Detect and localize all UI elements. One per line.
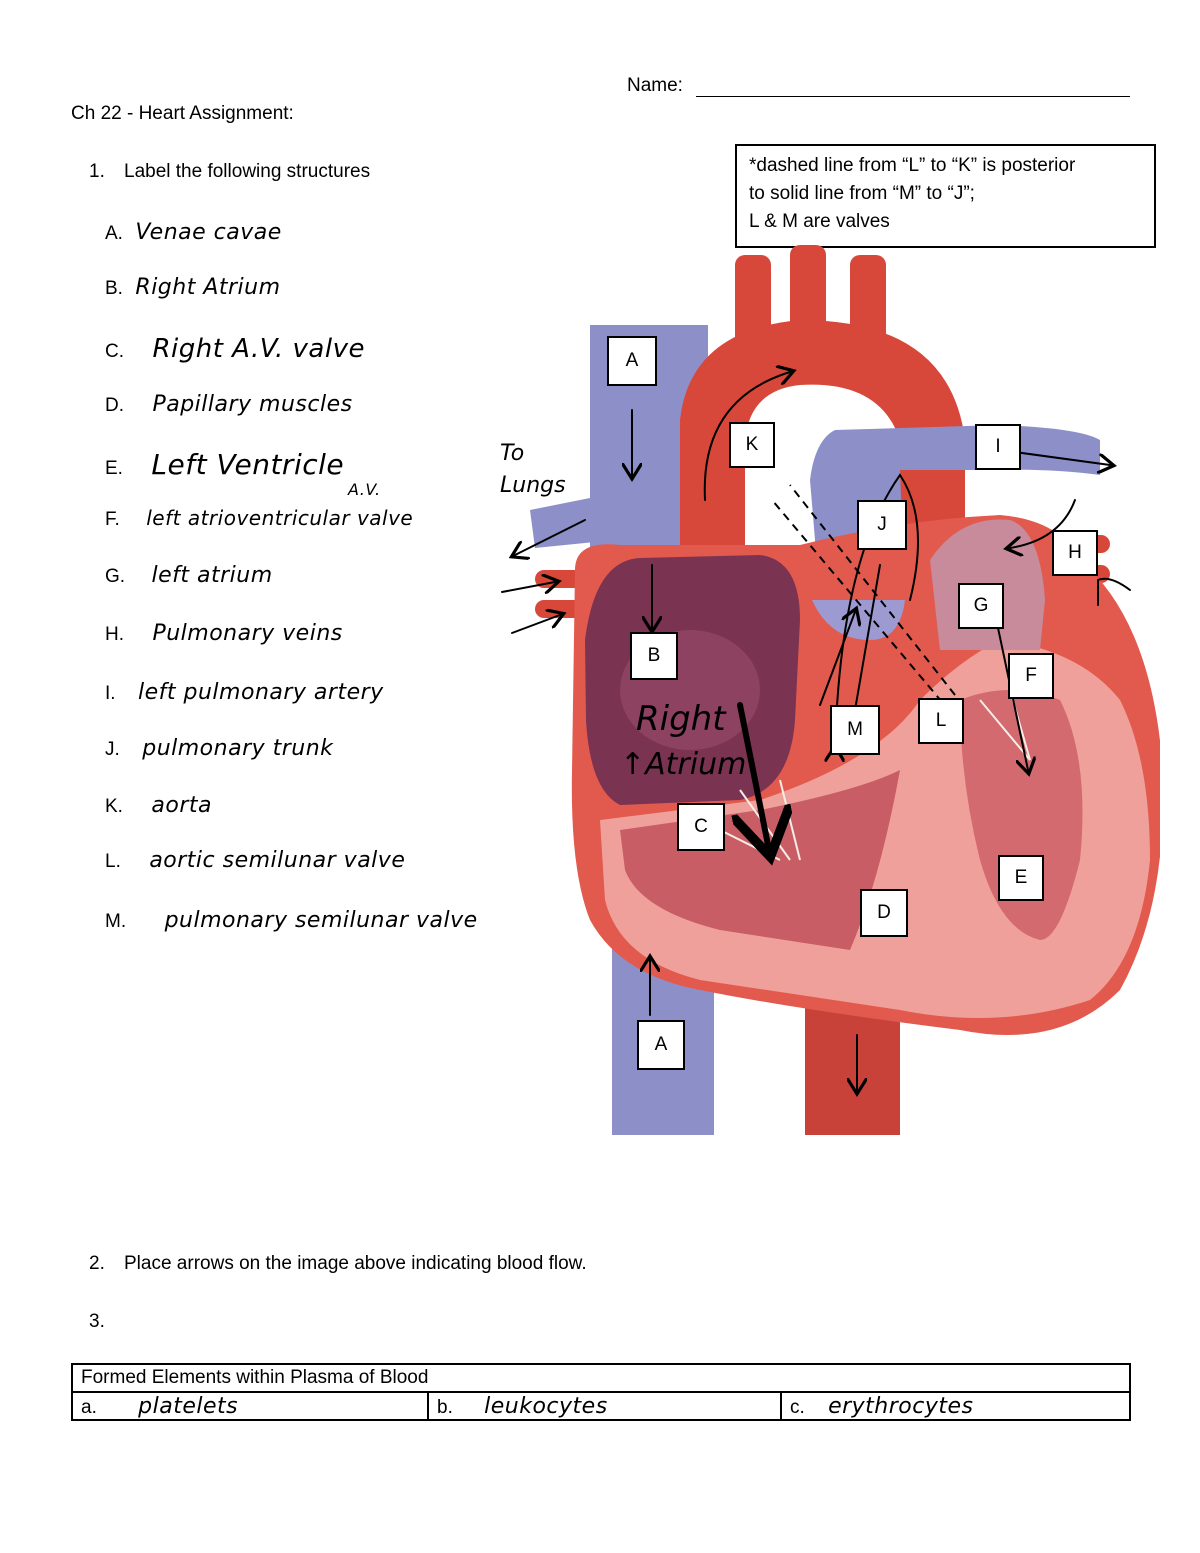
diagram-label-h[interactable]: H [1052,530,1098,576]
note-line-3: L & M are valves [749,211,890,232]
to-lungs-text: Lungs [500,473,566,498]
page-title: Ch 22 - Heart Assignment: [71,103,294,124]
item-letter: M. [105,911,127,932]
item-answer[interactable]: Right Atrium [135,275,281,300]
table-cell[interactable]: a. platelets [71,1391,429,1421]
item-letter: L. [105,851,121,872]
item-answer[interactable]: pulmonary trunk [142,736,334,761]
list-item: E. Left Ventricle [105,448,344,481]
aortic-arch [680,320,965,580]
item-answer[interactable]: Venae cavae [135,220,282,245]
table-cell[interactable]: c. erythrocytes [780,1391,1131,1421]
list-item: I. left pulmonary artery [105,680,384,705]
item-answer[interactable]: Right A.V. valve [152,334,365,364]
item-answer[interactable]: Left Ventricle [151,448,345,481]
note-box: *dashed line from “L” to “K” is posterio… [735,144,1156,248]
item-letter: G. [105,566,126,587]
item-letter: H. [105,624,124,645]
to-lungs-text: To [500,441,524,466]
cell-letter: b. [437,1396,453,1418]
list-item: K. aorta [105,793,212,818]
name-label: Name: [627,75,683,96]
item-answer[interactable]: Papillary muscles [152,392,353,417]
item-answer[interactable]: left atrioventricular valve [146,506,414,530]
formed-elements-table: Formed Elements within Plasma of Blood a… [71,1363,1131,1421]
q2-number: 2. [89,1253,105,1274]
cell-answer[interactable]: platelets [138,1393,239,1419]
list-item: H. Pulmonary veins [105,621,343,646]
table-header: Formed Elements within Plasma of Blood [71,1363,1131,1393]
diagram-label-d[interactable]: D [860,889,908,937]
note-line-2: to solid line from “M” to “J”; [749,183,975,204]
diagram-label-k[interactable]: K [729,422,775,468]
item-letter: A. [105,223,123,244]
note-line-1: *dashed line from “L” to “K” is posterio… [749,155,1076,176]
item-annotation: A.V. [348,480,381,499]
q3-number: 3. [89,1311,105,1332]
item-answer[interactable]: pulmonary semilunar valve [164,908,478,933]
item-answer[interactable]: left atrium [151,563,273,588]
list-item: A. Venae cavae [105,220,282,245]
right-atrium-handwritten: ↑Atrium [620,747,746,782]
dashed-line-l-to-k [771,484,956,703]
diagram-label-i[interactable]: I [975,424,1021,470]
cell-answer[interactable]: leukocytes [484,1393,608,1419]
table-row: a. platelets b. leukocytes c. erythrocyt… [71,1391,1131,1421]
item-letter: I. [105,683,116,704]
diagram-label-m[interactable]: M [830,705,880,755]
cell-answer[interactable]: erythrocytes [828,1393,974,1419]
right-pulmonary-artery [530,495,615,548]
q1-prompt: Label the following structures [124,161,371,182]
item-letter: K. [105,796,123,817]
cell-letter: a. [81,1396,97,1418]
item-answer[interactable]: Pulmonary veins [152,621,343,646]
item-letter: D. [105,395,124,416]
item-answer[interactable]: aorta [151,793,212,818]
q2-text: Place arrows on the image above indicati… [124,1253,587,1274]
list-item: B. Right Atrium [105,275,281,300]
item-answer[interactable]: aortic semilunar valve [149,848,406,873]
item-letter: J. [105,739,120,760]
list-item: D. Papillary muscles [105,392,353,417]
item-letter: E. [105,458,123,479]
left-ventricle-cavity [960,690,1083,940]
name-field[interactable] [696,96,1130,97]
diagram-label-f[interactable]: F [1008,653,1054,699]
heart-diagram: To Lungs Right ↑Atrium [500,245,1160,1135]
diagram-label-j[interactable]: J [857,500,907,550]
table-cell[interactable]: b. leukocytes [427,1391,782,1421]
list-item: C. Right A.V. valve [105,334,365,364]
diagram-label-e[interactable]: E [998,855,1044,901]
diagram-label-l[interactable]: L [918,698,964,744]
list-item: L. aortic semilunar valve [105,848,405,873]
list-item: F. left atrioventricular valve [105,506,413,531]
diagram-label-b[interactable]: B [630,632,678,680]
list-item: G. left atrium [105,563,273,588]
diagram-label-c[interactable]: C [677,803,725,851]
item-letter: B. [105,278,123,299]
list-item: J. pulmonary trunk [105,736,333,761]
item-letter: C. [105,341,124,362]
q1-number: 1. [89,161,105,182]
right-atrium-handwritten: Right [636,699,727,739]
table-header-row: Formed Elements within Plasma of Blood [71,1363,1131,1393]
item-letter: F. [105,509,120,530]
diagram-label-a-bottom[interactable]: A [637,1020,685,1070]
diagram-label-a-top[interactable]: A [607,336,657,386]
item-answer[interactable]: left pulmonary artery [138,680,384,705]
diagram-label-g[interactable]: G [958,583,1004,629]
list-item: M. pulmonary semilunar valve [105,908,478,933]
cell-letter: c. [790,1396,805,1418]
